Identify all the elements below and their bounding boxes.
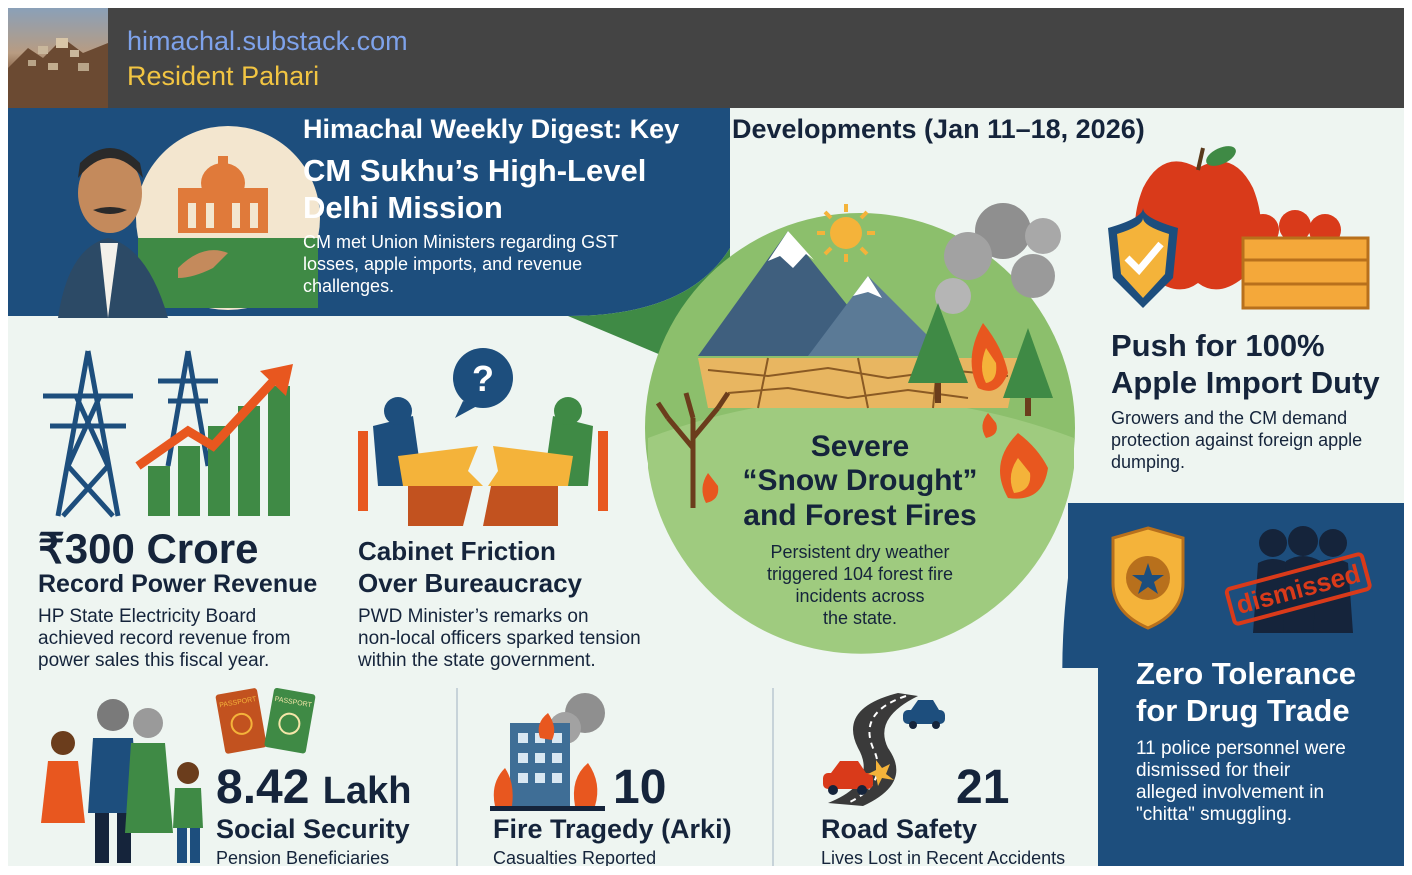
burning-building-icon bbox=[490, 693, 605, 811]
drug-trade-body-line1: 11 police personnel were bbox=[1136, 738, 1346, 759]
power-tower-icon bbox=[43, 350, 218, 518]
mountain-town-icon bbox=[8, 38, 108, 108]
apple-duty-title-line1: Push for 100% bbox=[1111, 328, 1325, 363]
drought-body-line1: Persistent dry weather bbox=[770, 542, 950, 562]
drug-trade-body-line4: "chitta" smuggling. bbox=[1136, 804, 1293, 825]
family-icon bbox=[41, 699, 203, 863]
cabinet-title-line1: Cabinet Friction bbox=[358, 536, 556, 566]
power-revenue-body-line1: HP State Electricity Board bbox=[38, 606, 257, 627]
sun-icon bbox=[817, 204, 875, 262]
site-url-link[interactable]: himachal.substack.com bbox=[127, 26, 408, 56]
apple-duty-title-line2: Apple Import Duty bbox=[1111, 365, 1380, 400]
power-revenue-body-line2: achieved record revenue from bbox=[38, 628, 291, 649]
social-security-unit: Lakh bbox=[322, 770, 412, 812]
fire-tragedy-number: 10 bbox=[613, 761, 667, 814]
drug-trade-body-line3: alleged involvement in bbox=[1136, 782, 1325, 803]
road-safety-subtitle: Lives Lost in Recent Accidents bbox=[821, 848, 1066, 866]
winding-road-icon bbox=[823, 693, 945, 806]
mountains-icon bbox=[698, 231, 948, 356]
drought-title-line3: and Forest Fires bbox=[743, 499, 977, 532]
cabinet-body-line1: PWD Minister’s remarks on bbox=[358, 606, 589, 627]
drought-body-line2: triggered 104 forest fire bbox=[766, 564, 954, 584]
cm-portrait-icon bbox=[58, 126, 320, 318]
apple-duty-illustration bbox=[1108, 146, 1370, 310]
social-security-value: 8.42 bbox=[216, 761, 310, 814]
fire-tragedy-subtitle: Casualties Reported bbox=[493, 848, 657, 866]
cabinet-body-line3: within the state government. bbox=[358, 650, 596, 671]
cabinet-body-line2: non-local officers sparked tension bbox=[358, 628, 641, 649]
drug-trade-body-line2: dismissed for their bbox=[1136, 760, 1291, 781]
digest-title-part2: Developments (Jan 11–18, 2026) bbox=[732, 114, 1145, 144]
question-mark-text: ? bbox=[472, 358, 494, 399]
digest-title-part1: Himachal Weekly Digest: Key bbox=[303, 114, 680, 144]
parliament-icon bbox=[178, 156, 268, 233]
drought-title-line1: Severe bbox=[810, 430, 910, 463]
question-bubble-icon: ? bbox=[453, 348, 513, 418]
social-security-number: 8.42 Lakh bbox=[216, 760, 411, 815]
road-safety-title: Road Safety bbox=[821, 814, 978, 844]
cm-mission-title-line2: Delhi Mission bbox=[303, 190, 503, 225]
power-revenue-illustration bbox=[43, 350, 293, 518]
apple-crate-icon bbox=[1241, 210, 1370, 310]
infographic: Himachal Weekly Digest: Key Developments… bbox=[8, 108, 1404, 866]
site-header bbox=[8, 8, 1404, 108]
drug-trade-title-line1: Zero Tolerance bbox=[1136, 656, 1356, 691]
apple-duty-body-line3: dumping. bbox=[1111, 452, 1186, 472]
author-name: Resident Pahari bbox=[127, 61, 320, 91]
smoke-icon bbox=[935, 203, 1061, 314]
people-silhouette-icon bbox=[1253, 526, 1353, 633]
cm-mission-title-line1: CM Sukhu’s High-Level bbox=[303, 153, 647, 188]
shield-check-icon bbox=[1108, 208, 1178, 308]
fire-tragedy-title: Fire Tragedy (Arki) bbox=[493, 814, 732, 844]
forest-fire-icon bbox=[908, 303, 1053, 499]
drug-trade-title-line2: for Drug Trade bbox=[1136, 693, 1350, 728]
passport-icon: PASSPORT PASSPORT bbox=[215, 688, 316, 754]
crashed-car-icon bbox=[823, 760, 894, 795]
social-security-title: Social Security bbox=[216, 814, 410, 844]
power-revenue-body-line3: power sales this fiscal year. bbox=[38, 650, 270, 671]
cm-mission-body-line3: challenges. bbox=[303, 276, 395, 296]
power-revenue-amount: ₹300 Crore bbox=[38, 525, 259, 572]
drug-trade-illustration: dismissed bbox=[1111, 526, 1372, 633]
cabinet-illustration: ? bbox=[358, 348, 608, 526]
drought-title-line2: “Snow Drought” bbox=[742, 464, 978, 497]
site-logo-thumbnail[interactable] bbox=[8, 8, 108, 108]
drought-body-line4: the state. bbox=[822, 608, 898, 628]
drought-body-line3: incidents across bbox=[795, 586, 925, 606]
apple-duty-body-line1: Growers and the CM demand bbox=[1111, 408, 1348, 428]
growth-chart-icon bbox=[135, 364, 293, 516]
power-revenue-title: Record Power Revenue bbox=[38, 570, 318, 598]
cm-mission-body-line1: CM met Union Ministers regarding GST bbox=[303, 232, 619, 252]
broken-table-icon bbox=[358, 397, 608, 526]
road-safety-number: 21 bbox=[956, 761, 1010, 814]
dead-tree-icon bbox=[655, 391, 731, 508]
social-security-subtitle: Pension Beneficiaries bbox=[216, 848, 390, 866]
police-badge-icon bbox=[1111, 526, 1185, 630]
apple-duty-body-line2: protection against foreign apple bbox=[1111, 430, 1363, 450]
cm-mission-body-line2: losses, apple imports, and revenue bbox=[303, 254, 583, 274]
car-icon bbox=[903, 700, 945, 729]
cabinet-title-line2: Over Bureaucracy bbox=[358, 568, 583, 598]
